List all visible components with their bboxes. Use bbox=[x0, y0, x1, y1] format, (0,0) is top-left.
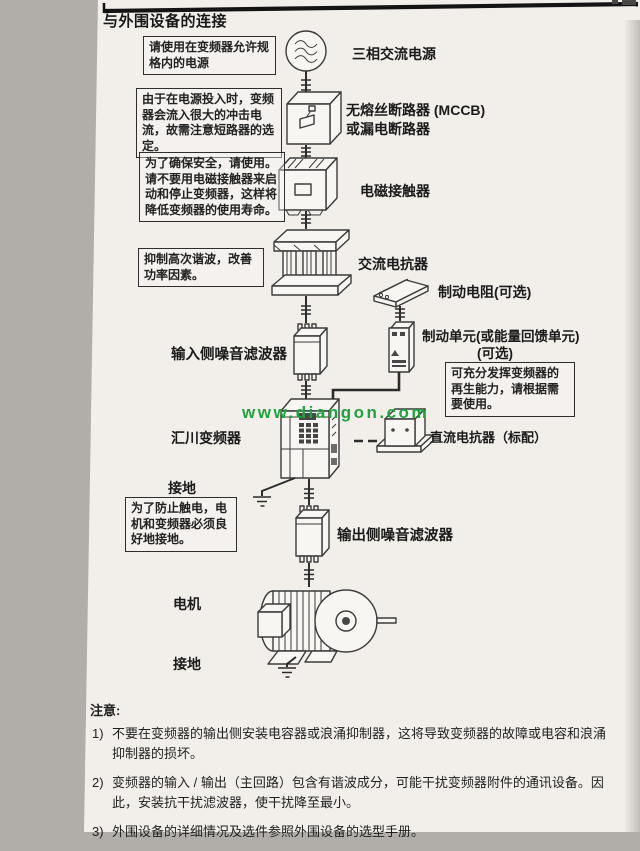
note-text-2: 变频器的输入 / 输出（主回路）包含有谐波成分，可能干扰变频器附件的通讯设备。因… bbox=[112, 775, 604, 810]
page-title: 与外围设备的连接 bbox=[103, 13, 228, 30]
label-ac-power: 三相交流电源 bbox=[352, 46, 436, 62]
label-mccb-line1: 无熔丝断路器 (MCCB) bbox=[346, 102, 486, 118]
label-input-filter: 输入侧噪音滤波器 bbox=[171, 347, 287, 363]
callout-power-spec: 请使用在变频器允许规格内的电源 bbox=[143, 36, 276, 75]
wire-filter-to-inverter bbox=[301, 381, 311, 399]
wire-inverter-to-output-filter bbox=[304, 479, 314, 505]
label-dc-reactor: 直流电抗器（标配） bbox=[430, 430, 548, 445]
note-item-3: 3) 外围设备的详细情况及选件参照外围设备的选型手册。 bbox=[90, 822, 635, 842]
three-phase-ac-power-icon bbox=[285, 30, 327, 72]
notes-section: 注意: 1) 不要在变频器的输出侧安装电容器或浪涌抑制器，这将导致变频器的故障或… bbox=[90, 700, 635, 851]
note-marker-3: 3) bbox=[92, 824, 104, 839]
label-ground-bottom: 接地 bbox=[173, 656, 201, 672]
note-text-1: 不要在变频器的输出侧安装电容器或浪涌抑制器，这将导致变频器的故障或电容和浪涌抑制… bbox=[112, 726, 607, 761]
label-braking-unit-line1: 制动单元(或能量回馈单元) bbox=[422, 329, 580, 344]
note-item-2: 2) 变频器的输入 / 输出（主回路）包含有谐波成分，可能干扰变频器附件的通讯设… bbox=[90, 773, 635, 813]
ground-symbol-motor bbox=[278, 656, 297, 678]
note-marker-2: 2) bbox=[92, 775, 104, 790]
wire-mccb-to-contactor bbox=[301, 145, 311, 159]
label-braking-resistor: 制动电阻(可选) bbox=[438, 284, 532, 300]
label-ground-top: 接地 bbox=[168, 480, 196, 496]
ground-symbol-inverter bbox=[253, 477, 296, 507]
site-watermark: www.diangon.com bbox=[242, 403, 430, 422]
label-inverter: 汇川变频器 bbox=[171, 430, 241, 446]
inverter-icon bbox=[280, 398, 340, 479]
note-text-3: 外围设备的详细情况及选件参照外围设备的选型手册。 bbox=[112, 824, 425, 839]
note-marker-1: 1) bbox=[92, 726, 104, 741]
wire-contactor-to-reactor bbox=[301, 211, 311, 229]
notes-heading: 注意: bbox=[90, 703, 121, 718]
label-braking-unit: 制动单元(或能量回馈单元) (可选) bbox=[422, 328, 580, 362]
callout-harmonics: 抑制高次谐波，改善功率因素。 bbox=[138, 248, 264, 287]
diagram-artwork bbox=[102, 0, 639, 678]
motor-icon bbox=[257, 589, 397, 665]
page-top-rule bbox=[102, 0, 639, 14]
label-mccb: 无熔丝断路器 (MCCB) 或漏电断路器 bbox=[346, 101, 485, 139]
ac-reactor-icon bbox=[271, 229, 352, 296]
label-motor: 电机 bbox=[173, 596, 201, 612]
callout-grounding: 为了防止触电，电机和变频器必须良好地接地。 bbox=[125, 497, 237, 552]
label-output-filter: 输出侧噪音滤波器 bbox=[337, 528, 453, 544]
label-braking-unit-line2: (可选) bbox=[477, 346, 513, 361]
label-mccb-line2: 或漏电断路器 bbox=[346, 121, 430, 137]
label-contactor: 电磁接触器 bbox=[360, 183, 430, 199]
scanned-manual-page: 与外围设备的连接 请使用在变频器允许规格内的电源 由于在电源投入时，变频器会流入… bbox=[84, 0, 640, 839]
note-item-1: 1) 不要在变频器的输出侧安装电容器或浪涌抑制器，这将导致变频器的故障或电容和浪… bbox=[90, 724, 635, 764]
contactor-icon bbox=[278, 157, 338, 216]
input-noise-filter-icon bbox=[293, 323, 328, 381]
wire-braking-unit-to-inverter bbox=[331, 372, 401, 399]
output-noise-filter-icon bbox=[295, 505, 330, 563]
label-ac-reactor: 交流电抗器 bbox=[358, 256, 428, 272]
callout-inrush-current: 由于在电源投入时，变频器会流入很大的冲击电流，故需注意短路器的选定。 bbox=[136, 88, 282, 158]
wire-resistor-to-braking-unit bbox=[395, 306, 405, 321]
callout-regeneration: 可充分发挥变频器的再生能力，请根据需要使用。 bbox=[445, 362, 575, 417]
dc-reactor-icon bbox=[376, 408, 434, 453]
callout-contactor-warning: 为了确保安全，请使用。请不要用电磁接触器来启动和停止变频器，这样将降低变频器的使… bbox=[139, 152, 285, 222]
wire-output-filter-to-motor bbox=[304, 563, 314, 587]
wire-reactor-to-input-filter bbox=[301, 296, 311, 323]
mccb-breaker-icon bbox=[286, 91, 342, 145]
braking-unit-icon bbox=[388, 321, 415, 373]
braking-resistor-icon bbox=[373, 278, 429, 308]
